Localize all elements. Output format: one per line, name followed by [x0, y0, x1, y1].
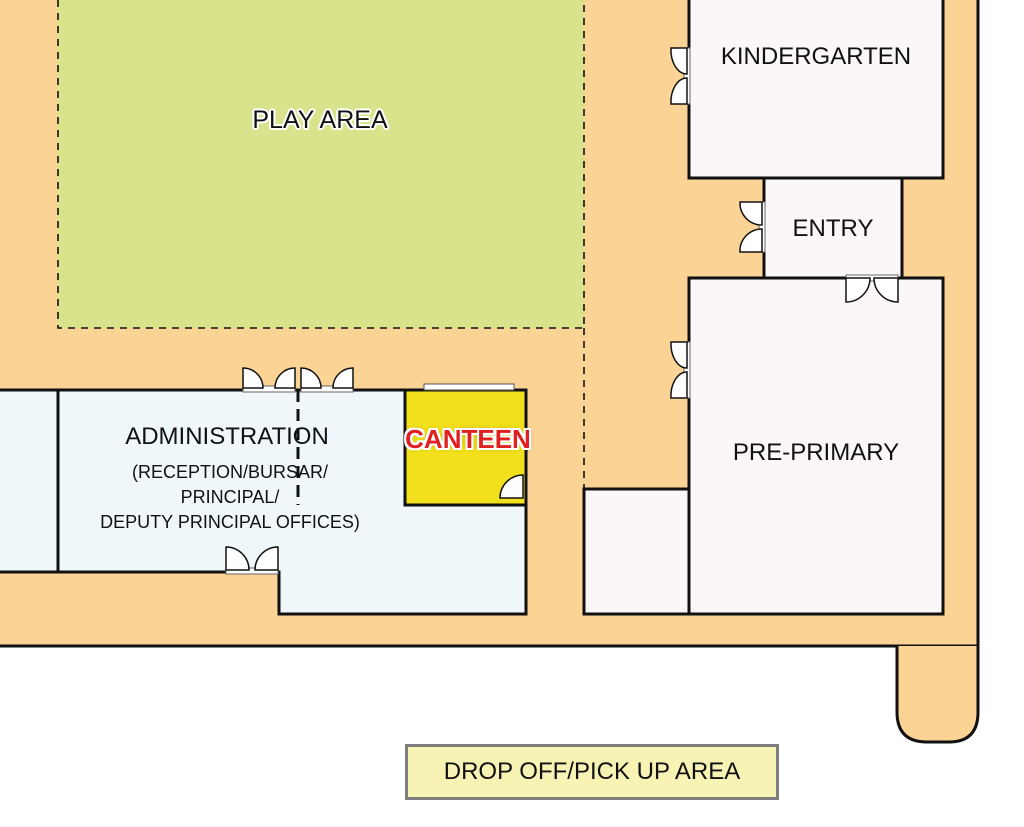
canteen-window [423, 383, 515, 391]
door-swing-icon [739, 201, 766, 253]
pre-primary [687, 276, 945, 616]
door-swing-icon [300, 367, 354, 393]
door-swing-icon [670, 47, 691, 105]
kindergarten-label: KINDERGARTEN [720, 43, 912, 70]
administration-detail-line: PRINCIPAL/ [180, 487, 280, 507]
entry-label: ENTRY [792, 215, 874, 242]
door-swing-icon [845, 274, 899, 303]
door-swing-icon [499, 474, 524, 499]
door-swing-icon [225, 546, 279, 575]
administration-detail-line: DEPUTY PRINCIPAL OFFICES) [100, 512, 360, 532]
pillar [895, 646, 980, 744]
pre-primary-label: PRE-PRIMARY [732, 439, 900, 466]
drop-off-area: DROP OFF/PICK UP AREA [405, 744, 779, 800]
administration-details: (RECEPTION/BURSAR/ PRINCIPAL/ DEPUTY PRI… [80, 460, 380, 535]
storage-room [582, 487, 691, 616]
entry [762, 176, 904, 280]
door-swing-icon [670, 341, 691, 399]
kindergarten [687, 0, 945, 180]
play-area-boundary [57, 0, 585, 329]
administration-label: ADMINISTRATION [125, 423, 329, 450]
drop-off-label: DROP OFF/PICK UP AREA [443, 758, 741, 785]
play-area-label: PLAY AREA [252, 106, 388, 134]
play-area [58, 0, 584, 328]
administration-detail-line: (RECEPTION/BURSAR/ [131, 462, 329, 482]
canteen-label: CANTEEN [405, 424, 531, 454]
left-room [0, 388, 60, 574]
door-swing-icon [242, 367, 296, 393]
